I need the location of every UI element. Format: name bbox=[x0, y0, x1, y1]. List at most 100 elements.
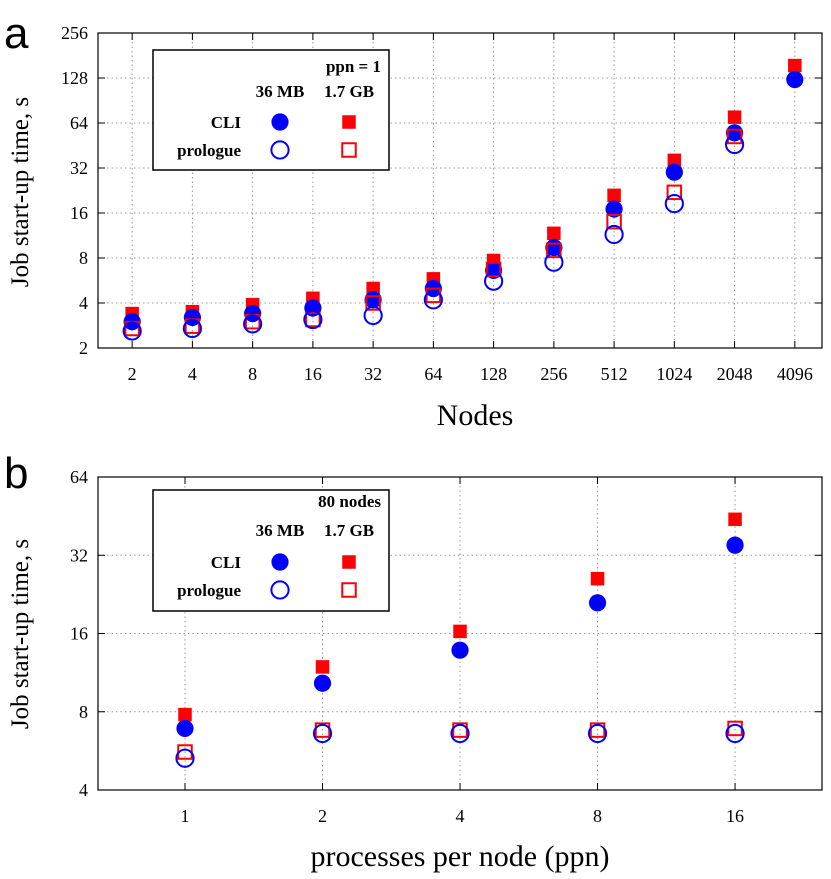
legend-column-header: 1.7 GB bbox=[324, 82, 374, 101]
y-tick-label: 64 bbox=[70, 113, 88, 133]
data-point bbox=[665, 163, 683, 181]
legend-row-label: CLI bbox=[211, 553, 242, 572]
legend-title: ppn = 1 bbox=[326, 57, 381, 76]
data-point bbox=[589, 722, 606, 738]
data-point bbox=[485, 261, 502, 278]
data-point bbox=[664, 193, 684, 214]
x-tick-label: 8 bbox=[593, 806, 602, 826]
data-point bbox=[667, 153, 682, 168]
x-tick-label: 1 bbox=[180, 806, 189, 826]
data-point bbox=[365, 295, 381, 311]
data-point bbox=[728, 512, 742, 527]
panel-b-xlabel: processes per node (ppn) bbox=[310, 840, 609, 873]
x-tick-label: 16 bbox=[726, 806, 744, 826]
legend-column-header: 36 MB bbox=[256, 82, 305, 101]
data-point bbox=[606, 213, 622, 230]
data-point bbox=[182, 318, 203, 339]
x-tick-label: 2048 bbox=[717, 364, 753, 384]
data-point bbox=[726, 536, 744, 554]
data-point bbox=[366, 281, 380, 296]
x-tick-label: 64 bbox=[424, 364, 442, 384]
x-tick-label: 256 bbox=[540, 364, 567, 384]
data-point bbox=[314, 722, 331, 738]
panel-b-ylabel: Job start-up time, s bbox=[7, 539, 34, 729]
data-point bbox=[315, 660, 330, 674]
legend-marker bbox=[270, 140, 290, 160]
x-tick-label: 4096 bbox=[777, 364, 813, 384]
legend-row-label: prologue bbox=[177, 581, 241, 600]
legend-marker bbox=[341, 142, 357, 158]
y-tick-label: 2 bbox=[79, 338, 88, 358]
y-tick-label: 16 bbox=[70, 203, 88, 223]
data-point bbox=[587, 723, 608, 744]
data-point bbox=[605, 200, 623, 218]
x-tick-label: 32 bbox=[364, 364, 382, 384]
legend-title: 80 nodes bbox=[318, 492, 381, 511]
data-point bbox=[452, 722, 468, 738]
data-point bbox=[176, 719, 194, 738]
legend-marker bbox=[342, 115, 356, 129]
y-tick-label: 4 bbox=[79, 780, 88, 800]
y-tick-label: 32 bbox=[70, 545, 88, 565]
y-tick-label: 4 bbox=[79, 293, 88, 313]
x-tick-label: 2 bbox=[128, 364, 137, 384]
x-tick-label: 1024 bbox=[656, 364, 692, 384]
y-tick-label: 8 bbox=[79, 702, 88, 722]
data-point bbox=[451, 641, 469, 659]
x-tick-label: 4 bbox=[188, 364, 197, 384]
data-point bbox=[786, 70, 804, 89]
data-point bbox=[450, 723, 470, 744]
y-tick-label: 128 bbox=[61, 68, 88, 88]
data-point bbox=[588, 594, 607, 612]
legend-column-header: 1.7 GB bbox=[324, 521, 374, 540]
data-point bbox=[175, 748, 195, 768]
data-point bbox=[727, 720, 743, 737]
y-tick-label: 64 bbox=[70, 467, 88, 487]
data-point bbox=[312, 723, 333, 744]
legend-marker bbox=[342, 555, 356, 569]
data-point bbox=[727, 110, 742, 124]
data-point bbox=[243, 314, 263, 334]
data-point bbox=[305, 311, 321, 328]
x-tick-label: 2 bbox=[318, 806, 327, 826]
x-tick-label: 16 bbox=[304, 364, 322, 384]
data-point bbox=[313, 674, 332, 692]
x-tick-label: 128 bbox=[480, 364, 507, 384]
data-point bbox=[546, 242, 562, 259]
legend-row-label: prologue bbox=[177, 141, 241, 160]
data-point bbox=[484, 271, 504, 291]
panel-b-plot: 1 2 4 8 16 4 8 16 32 64 80 nodes 36 MB 1.7 GB CLI prol… bbox=[70, 467, 823, 826]
legend-marker bbox=[271, 113, 289, 131]
data-point bbox=[122, 321, 142, 341]
x-tick-label: 512 bbox=[601, 364, 628, 384]
x-tick-label: 4 bbox=[456, 806, 465, 826]
x-tick-label: 8 bbox=[248, 364, 257, 384]
data-point bbox=[423, 290, 443, 310]
data-point bbox=[244, 304, 262, 323]
data-point bbox=[363, 305, 383, 326]
panel-a-letter: a bbox=[4, 9, 29, 58]
legend-row-label: CLI bbox=[211, 113, 242, 132]
legend-marker bbox=[271, 553, 289, 571]
legend-column-header: 36 MB bbox=[256, 521, 305, 540]
legend-marker bbox=[341, 582, 357, 598]
data-point bbox=[604, 224, 624, 245]
y-tick-label: 16 bbox=[70, 624, 88, 644]
data-point bbox=[590, 571, 605, 586]
data-point bbox=[303, 309, 323, 330]
data-point bbox=[726, 128, 743, 145]
panel-a-xlabel: Nodes bbox=[437, 399, 514, 432]
y-tick-label: 8 bbox=[79, 248, 88, 268]
data-point bbox=[724, 134, 745, 155]
plot-frame bbox=[97, 32, 823, 349]
data-point bbox=[788, 58, 802, 73]
panel-a-ylabel: Job start-up time, s bbox=[7, 97, 34, 287]
y-tick-label: 256 bbox=[61, 23, 88, 43]
data-point bbox=[547, 226, 561, 241]
data-point bbox=[178, 707, 192, 722]
data-point bbox=[666, 184, 683, 201]
panel-a-plot: 2 4 8 16 32 64 128 256 512 1024 2048 4096 2 4 8 16 32 64 1… bbox=[61, 23, 823, 384]
legend-marker bbox=[270, 580, 290, 600]
data-point bbox=[725, 723, 745, 744]
y-tick-label: 32 bbox=[70, 158, 88, 178]
